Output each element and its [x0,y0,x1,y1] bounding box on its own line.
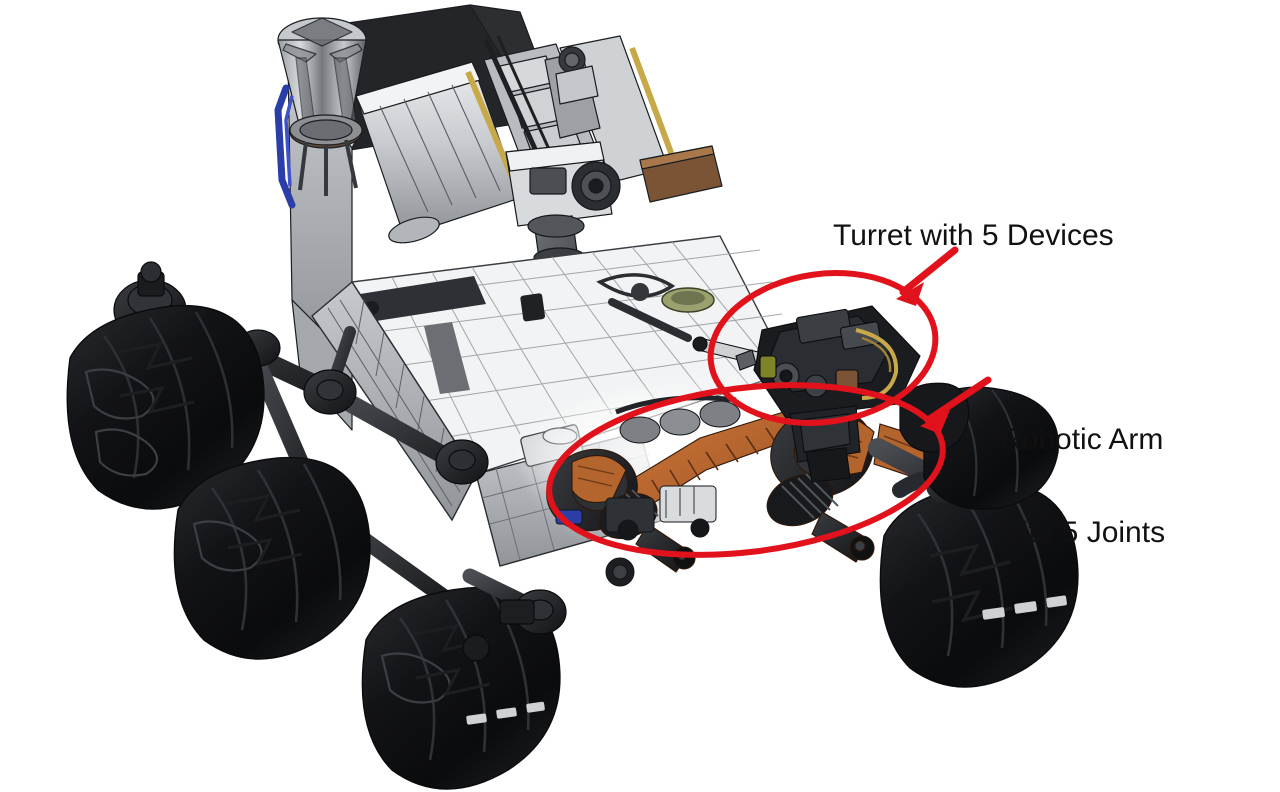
rover-upper-deck [274,4,723,431]
lower-instrument-row [555,395,741,587]
arm-callout-arrow [920,376,992,434]
arm-callout-line-1: Robotic Arm [1000,423,1164,456]
arm-callout-label: Robotic Arm with 5 Joints [1000,362,1165,610]
arm-highlight-ellipse [546,382,946,558]
turret-assembly [692,305,921,483]
wheel-left-middle [173,456,371,660]
deck-hardware [360,273,715,394]
rtg-module [277,17,367,196]
turret-callout-arrow [896,246,959,306]
turret-callout-label: Turret with 5 Devices [833,219,1114,252]
deck-tank-assembly [355,61,521,244]
arm-callout-line-2: with 5 Joints [1000,516,1166,549]
wheel-left-rear [66,304,265,510]
front-bogie-detail [462,568,567,662]
turret-highlight-ellipse [707,270,939,426]
deck-bracket-tower [544,46,601,139]
